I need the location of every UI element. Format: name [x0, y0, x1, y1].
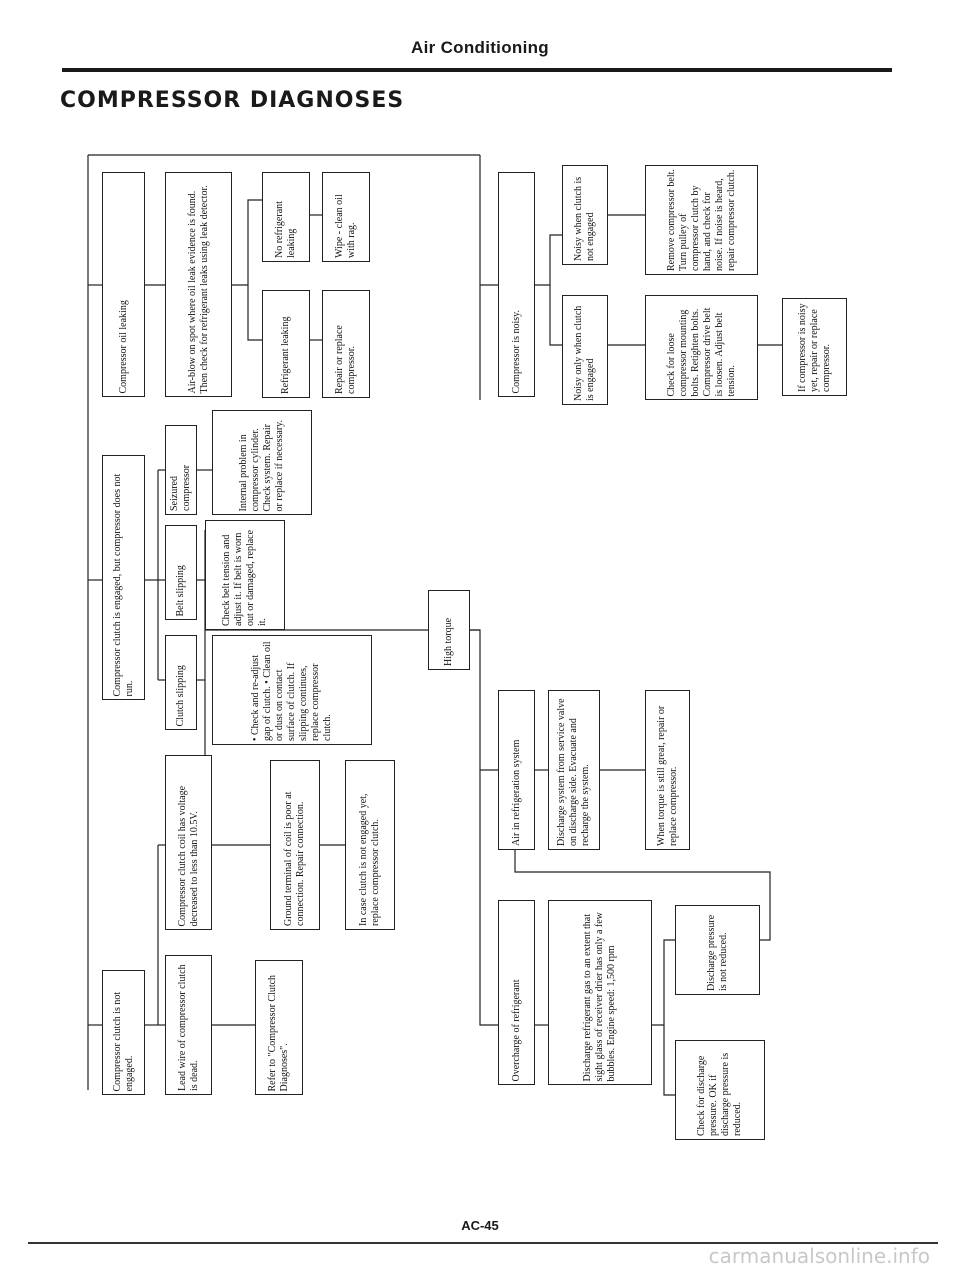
watermark: carmanualsonline.info	[708, 1244, 930, 1268]
wipe-oil-text: Wipe - clean oil with rag.	[334, 194, 357, 258]
clutch-not-engaged-box: Compressor clutch is not engaged.	[102, 970, 145, 1095]
lead-wire-dead-box: Lead wire of compressor clutch is dead.	[165, 955, 212, 1095]
high-torque-text: High torque	[443, 617, 454, 666]
clutch-not-engaged-text: Compressor clutch is not engaged.	[111, 991, 135, 1091]
still-noisy-text: If compressor is noisy yet, repair or re…	[796, 303, 832, 392]
section-title: COMPRESSOR DIAGNOSES	[60, 88, 405, 113]
noisy-not-engaged-text: Noisy when clutch is not engaged	[573, 176, 596, 261]
belt-slipping-box: Belt slipping	[165, 525, 197, 620]
overcharge-box: Overcharge of refrigerant	[498, 900, 535, 1085]
high-torque-box: High torque	[428, 590, 470, 670]
wipe-oil-box: Wipe - clean oil with rag.	[322, 172, 370, 262]
seized-fix-box: Internal problem in compressor cylinder.…	[212, 410, 312, 515]
repair-replace-compressor-text: Repair or replace compressor.	[334, 325, 357, 394]
footer-divider	[28, 1242, 938, 1244]
still-noisy-box: If compressor is noisy yet, repair or re…	[782, 298, 847, 396]
seized-compressor-box: Seizured compressor	[165, 425, 197, 515]
oil-leaking-text: Compressor oil leaking	[117, 299, 129, 393]
lead-wire-dead-text: Lead wire of compressor clutch is dead.	[176, 964, 200, 1091]
coil-voltage-low-box: Compressor clutch coil has voltage decre…	[165, 755, 212, 930]
repair-replace-compressor-box: Repair or replace compressor.	[322, 290, 370, 398]
refrigerant-leaking-box: Refrigerant leaking	[262, 290, 310, 398]
coil-voltage-low-text: Compressor clutch coil has voltage decre…	[176, 785, 200, 926]
replace-clutch-box: In case clutch is not engaged yet, repla…	[345, 760, 395, 930]
pressure-not-reduced-box: Discharge pressure is not reduced.	[675, 905, 760, 995]
replace-clutch-text: In case clutch is not engaged yet, repla…	[358, 793, 381, 926]
engaged-not-run-text: Compressor clutch is engaged, but compre…	[111, 473, 135, 696]
clutch-slipping-fix-box: • Check and re-adjust gap of clutch. • C…	[212, 635, 372, 745]
air-in-system-text: Air in refrigeration system	[510, 739, 522, 846]
oil-leak-check-text: Air-blow on spot where oil leak evidence…	[186, 184, 210, 393]
ground-terminal-text: Ground terminal of coil is poor at conne…	[283, 791, 306, 926]
refer-clutch-diagnoses-text: Refer to "Compressor Clutch Diagnoses".	[267, 974, 290, 1091]
overcharge-text: Overcharge of refrigerant	[510, 979, 522, 1081]
no-refrigerant-leaking-text: No refrigerant leaking	[274, 201, 297, 258]
discharge-system-text: Discharge system from service valve on d…	[556, 698, 591, 846]
noisy-engaged-box: Noisy only when clutch is engaged	[562, 295, 608, 405]
no-refrigerant-leaking-box: No refrigerant leaking	[262, 172, 310, 262]
compressor-noisy-box: Compressor is noisy.	[498, 172, 535, 397]
seized-compressor-text: Seizured compressor	[169, 464, 192, 511]
oil-leaking-box: Compressor oil leaking	[102, 172, 145, 397]
oil-leak-check-box: Air-blow on spot where oil leak evidence…	[165, 172, 232, 397]
check-discharge-pressure-text: Check for discharge pressure. OK if disc…	[696, 1052, 743, 1136]
discharge-system-box: Discharge system from service valve on d…	[548, 690, 600, 850]
belt-slipping-fix-box: Check belt tension and adjust it. If bel…	[205, 520, 285, 630]
pressure-not-reduced-text: Discharge pressure is not reduced.	[705, 914, 729, 991]
clutch-slipping-fix-text: • Check and re-adjust gap of clutch. • C…	[250, 641, 333, 741]
discharge-gas-box: Discharge refrigerant gas to an extent t…	[548, 900, 652, 1085]
engaged-not-run-box: Compressor clutch is engaged, but compre…	[102, 455, 145, 700]
remove-belt-box: Remove compressor belt. Turn pulley of c…	[645, 165, 758, 275]
header-divider	[62, 68, 892, 72]
torque-still-great-box: When torque is still great, repair or re…	[645, 690, 690, 850]
belt-slipping-text: Belt slipping	[175, 564, 186, 616]
air-in-system-box: Air in refrigeration system	[498, 690, 535, 850]
torque-still-great-text: When torque is still great, repair or re…	[655, 705, 679, 846]
clutch-slipping-box: Clutch slipping	[165, 635, 197, 730]
check-loose-text: Check for loose compressor mounting bolt…	[665, 307, 737, 396]
discharge-gas-text: Discharge refrigerant gas to an extent t…	[582, 911, 617, 1081]
noisy-engaged-text: Noisy only when clutch is engaged	[573, 305, 596, 401]
noisy-not-engaged-box: Noisy when clutch is not engaged	[562, 165, 608, 265]
ground-terminal-box: Ground terminal of coil is poor at conne…	[270, 760, 320, 930]
page-header-title: Air Conditioning	[411, 38, 549, 57]
remove-belt-text: Remove compressor belt. Turn pulley of c…	[665, 169, 737, 271]
check-loose-box: Check for loose compressor mounting bolt…	[645, 295, 758, 400]
belt-slipping-fix-text: Check belt tension and adjust it. If bel…	[221, 529, 268, 626]
compressor-noisy-text: Compressor is noisy.	[510, 309, 522, 393]
clutch-slipping-text: Clutch slipping	[175, 664, 186, 726]
check-discharge-pressure-box: Check for discharge pressure. OK if disc…	[675, 1040, 765, 1140]
seized-fix-text: Internal problem in compressor cylinder.…	[238, 419, 285, 511]
page-number: AC-45	[461, 1218, 499, 1233]
refer-clutch-diagnoses-box: Refer to "Compressor Clutch Diagnoses".	[255, 960, 303, 1095]
refrigerant-leaking-text: Refrigerant leaking	[280, 316, 291, 394]
